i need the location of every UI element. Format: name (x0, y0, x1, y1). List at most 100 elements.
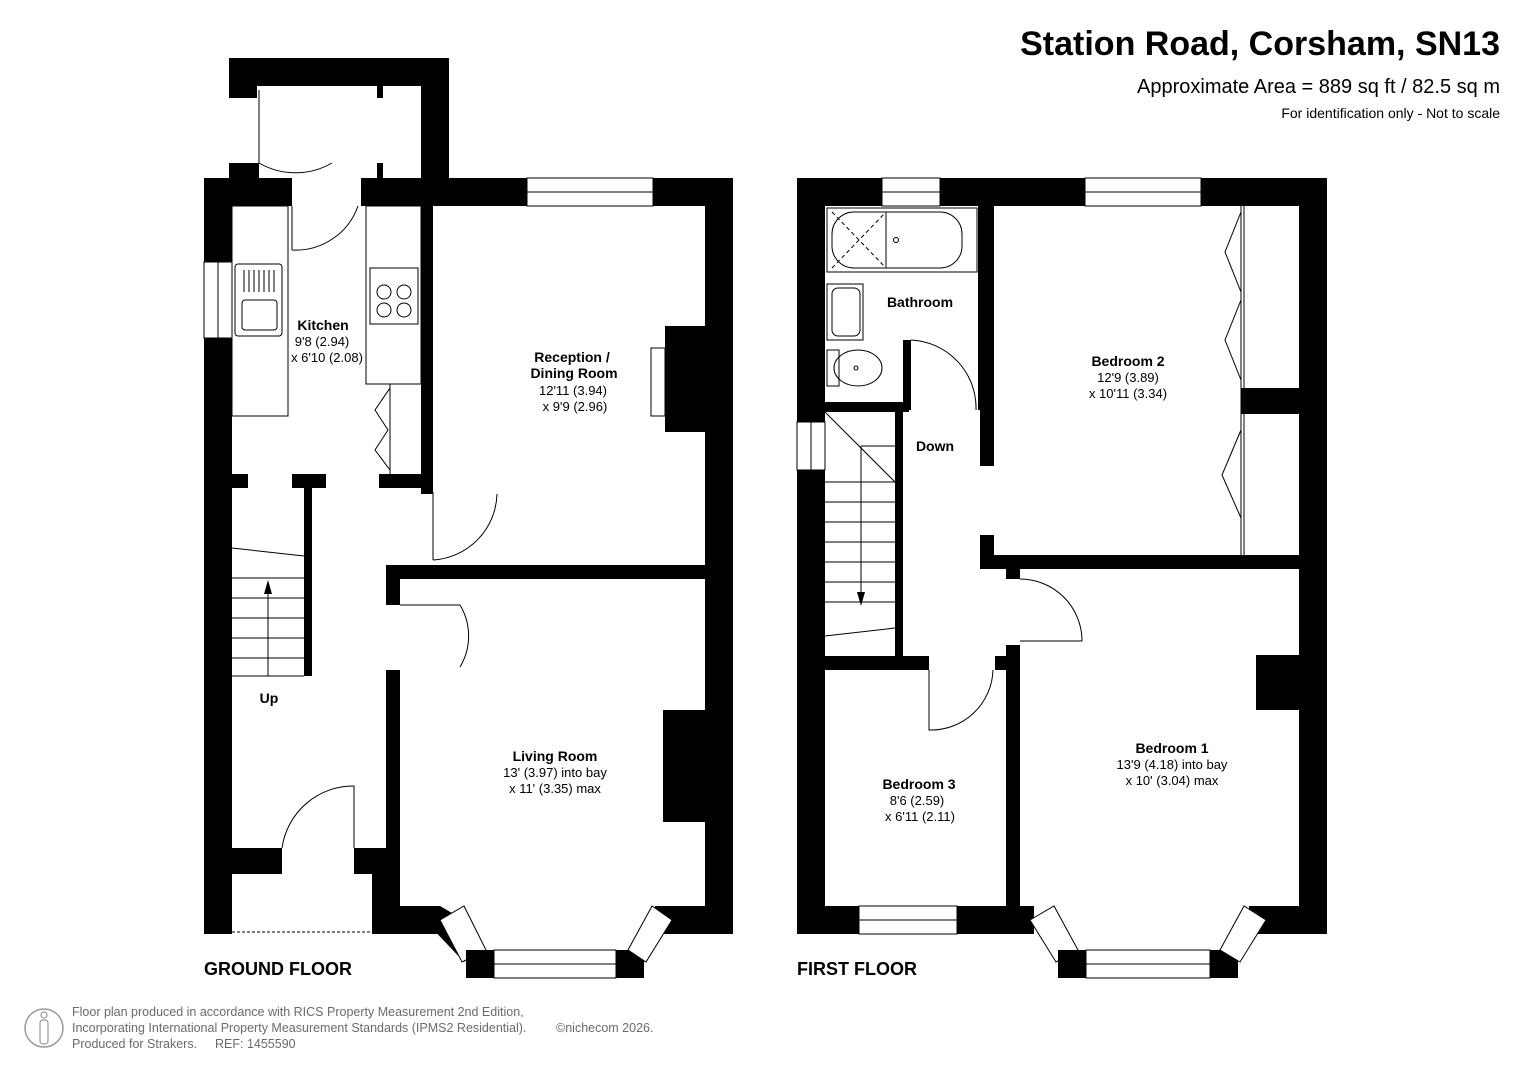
first-front-wall (957, 906, 1020, 934)
bedroom3-dim-2: x 6'11 (2.11) (885, 809, 955, 824)
bay-window-right (627, 905, 673, 963)
bathtub-inner-icon (831, 211, 963, 269)
bedroom3-top-wall (825, 656, 929, 670)
bedroom1-dim-1: 13'9 (4.18) into bay (1117, 757, 1228, 772)
bedroom2-left-wall (980, 410, 994, 466)
reception-name-2: Dining Room (530, 365, 617, 381)
living-chimney (663, 710, 705, 822)
front-left-wall (204, 906, 232, 934)
wardrobe-door (1221, 429, 1242, 519)
stairs-up-label: Up (260, 690, 279, 706)
reception-dim-2: x 9'9 (2.96) (543, 399, 608, 414)
drainer-icon (243, 270, 275, 292)
first-rear-wall (797, 178, 1327, 206)
toilet-icon (833, 349, 883, 387)
person-scale-icon (24, 1008, 64, 1048)
stairs-down-arrow-icon (857, 592, 865, 606)
front-door (281, 785, 355, 849)
first-front-wall (825, 906, 859, 934)
bedroom2-bedroom1-wall (980, 555, 1299, 569)
porch-top-wall (229, 58, 449, 86)
porch-stub (377, 163, 383, 178)
kitchen-hall-wall (379, 474, 433, 488)
bedroom3-bedroom1-wall (1006, 645, 1020, 934)
bathroom-door-jamb (903, 340, 911, 410)
bedroom3-name: Bedroom 3 (882, 776, 955, 792)
wardrobe-door (1224, 299, 1242, 381)
kitchen-name: Kitchen (297, 317, 348, 333)
footer-ref: REF: 1455590 (215, 1037, 296, 1051)
hob-icon (369, 267, 419, 325)
bedroom1-name: Bedroom 1 (1135, 740, 1208, 756)
bathroom-door (910, 339, 977, 411)
bedroom1-door (1019, 578, 1083, 642)
kitchen-worktop-right (365, 205, 422, 385)
stair-landing-wall (895, 410, 903, 660)
first-floor-plan: Bathroom Down Bedroom 2 12'9 (3.89) x 10… (796, 177, 1327, 979)
footer-line-2: Incorporating International Property Mea… (72, 1021, 526, 1035)
kitchen-hall-stub (292, 474, 326, 488)
bedroom2-dim-2: x 10'11 (3.34) (1089, 386, 1167, 401)
reception-name-1: Reception / (534, 349, 610, 365)
stairs-down-label: Down (916, 438, 954, 454)
fireplace-hearth (650, 347, 666, 417)
bedroom3-door (928, 669, 994, 731)
ground-right-wall (705, 178, 733, 934)
bathroom-bedroom2-wall (978, 206, 994, 410)
footer-line-1: Floor plan produced in accordance with R… (72, 1005, 524, 1019)
first-right-wall (1299, 178, 1327, 934)
porch-left-wall (229, 58, 257, 98)
toilet-cistern-icon (826, 349, 840, 387)
property-title: Station Road, Corsham, SN13 (1020, 25, 1500, 63)
living-door-jamb (386, 565, 400, 605)
first-front-wall (1020, 906, 1034, 934)
bay-window-right (1219, 905, 1267, 963)
bedroom3-dim-1: 8'6 (2.59) (890, 793, 945, 808)
first-left-wall (797, 178, 825, 934)
stair-wall (304, 488, 312, 676)
bedroom2-dim-1: 12'9 (3.89) (1097, 370, 1159, 385)
approximate-area: Approximate Area = 889 sq ft / 82.5 sq m (1137, 76, 1500, 98)
footer-line-3: Produced for Strakers. (72, 1037, 197, 1051)
kitchen-door (291, 205, 359, 251)
porch-side-wall (372, 848, 400, 934)
kitchen-dim-1: 9'8 (2.94) (295, 334, 350, 349)
bedroom1-chimney (1256, 655, 1299, 710)
reception-living-wall (386, 565, 705, 579)
bay-corner (466, 950, 494, 978)
kitchen-worktop-left (231, 205, 289, 417)
bathroom-bottom-wall (825, 402, 909, 412)
porch-front-wall (232, 848, 282, 874)
reception-chimney (665, 326, 705, 432)
kitchen-dim-2: x 6'10 (2.08) (291, 350, 363, 365)
bedroom1-dim-2: x 10' (3.04) max (1126, 773, 1219, 788)
back-door (258, 90, 333, 174)
basin-icon (826, 283, 864, 341)
reception-door (432, 492, 498, 561)
cupboard-doors (374, 387, 391, 471)
wardrobe-door (1224, 211, 1242, 293)
footer: Floor plan produced in accordance with R… (24, 1005, 653, 1051)
stairs-up-arrow-icon (264, 580, 272, 594)
living-door (400, 604, 470, 668)
reception-dim-1: 12'11 (3.94) (539, 383, 607, 398)
back-door-jamb (229, 163, 259, 183)
porch-stub (377, 86, 383, 98)
living-room-dim-2: x 11' (3.35) max (509, 781, 601, 796)
bathtub-icon (826, 207, 978, 273)
bay-corner (1058, 950, 1086, 978)
ground-floor-label: GROUND FLOOR (204, 959, 352, 979)
wardrobe-divider (1241, 388, 1299, 414)
bathroom-name: Bathroom (887, 294, 953, 310)
bedroom1-door-jamb (1006, 569, 1020, 579)
kitchen-hall-stub (232, 474, 248, 488)
sink-bowl-icon (241, 299, 278, 331)
bedroom2-name: Bedroom 2 (1091, 353, 1164, 369)
first-floor-label: FIRST FLOOR (797, 959, 917, 979)
footer-copyright: ©nichecom 2026. (556, 1021, 653, 1035)
kitchen-reception-wall (421, 206, 433, 494)
sink-icon (234, 263, 283, 337)
ground-floor-plan: Up Kitchen 9'8 (2.94) x 6'10 (2.08) Rece… (203, 58, 733, 979)
living-room-name: Living Room (513, 748, 598, 764)
